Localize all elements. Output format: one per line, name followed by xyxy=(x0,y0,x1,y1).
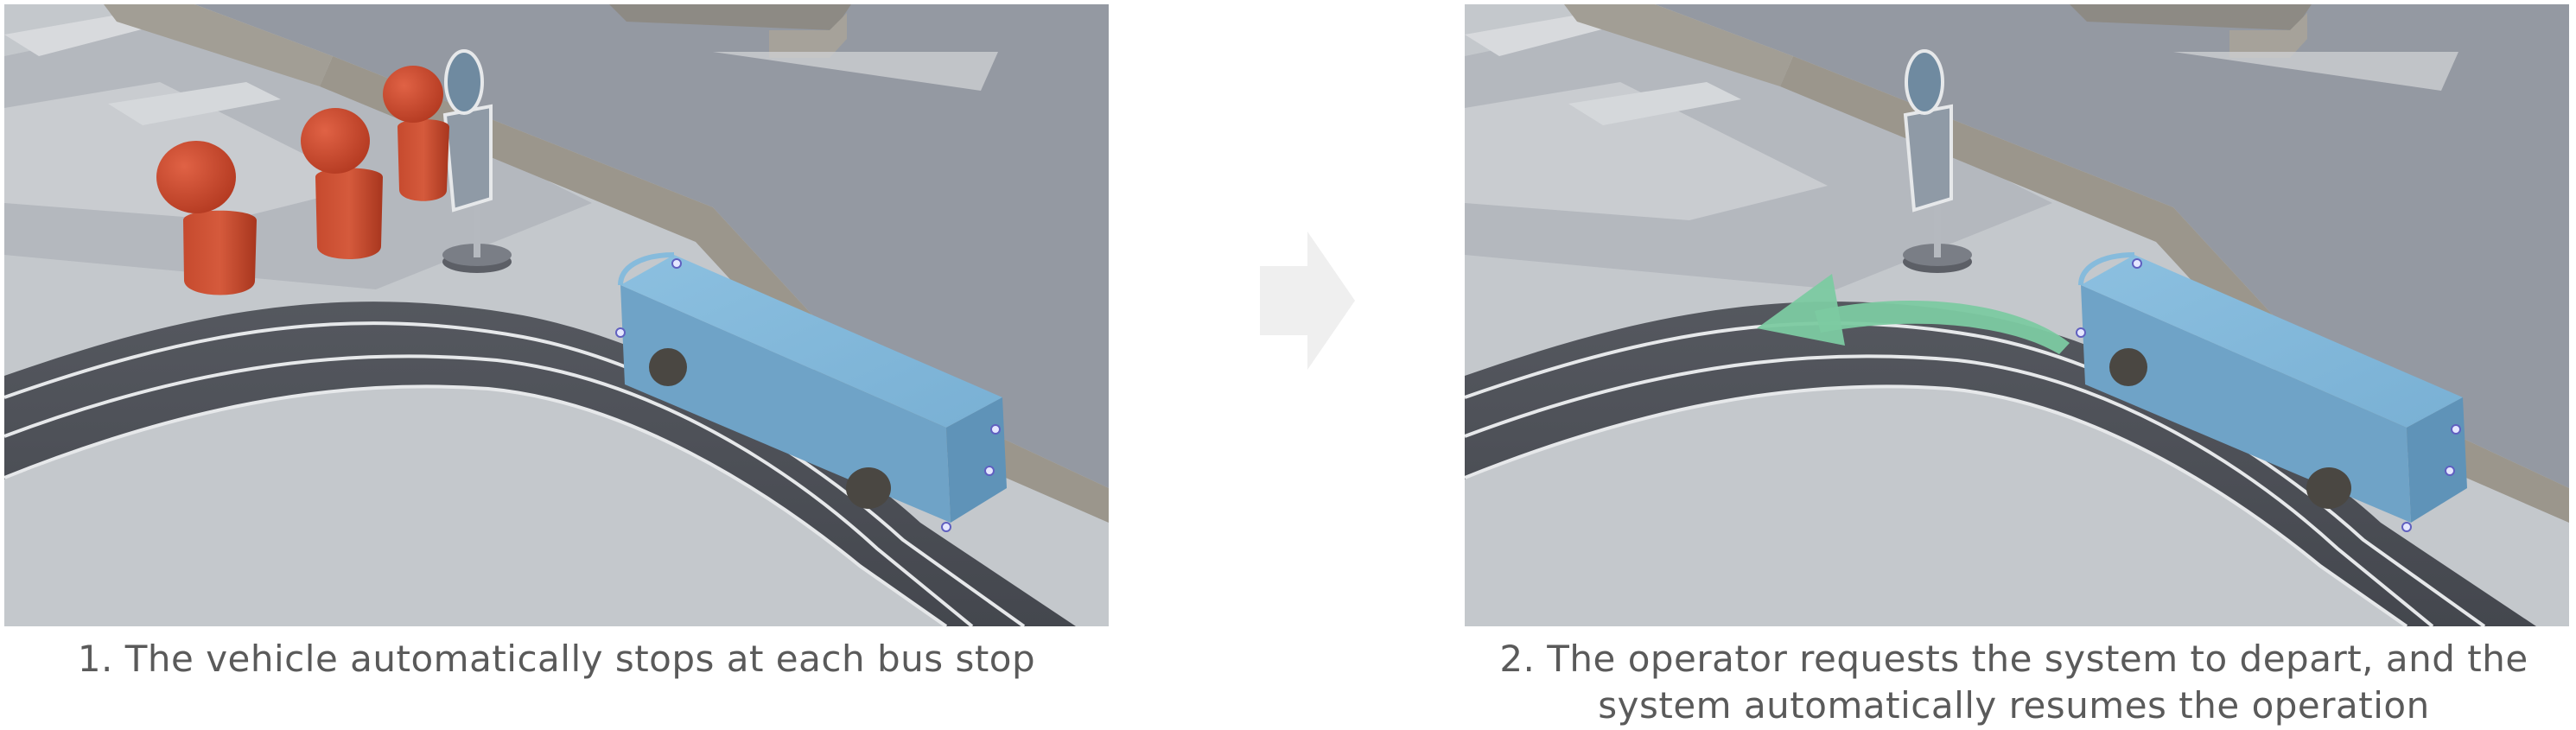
bus-icon xyxy=(615,252,1007,532)
crosswalk-area xyxy=(1465,82,1828,220)
passenger-icon xyxy=(301,108,383,259)
building-detail xyxy=(2229,13,2307,58)
caption-step-2: 2. The operator requests the system to d… xyxy=(1499,638,2528,727)
flow-arrow-icon xyxy=(1260,232,1355,370)
passenger-icon xyxy=(383,66,449,201)
scene-stop-illustration xyxy=(4,4,1109,626)
building-roof-detail xyxy=(713,52,998,91)
bus-stop-sign-icon xyxy=(442,49,512,273)
depart-arrow-icon xyxy=(1757,274,2070,354)
building-roof-detail xyxy=(2173,52,2458,91)
building-detail xyxy=(609,4,851,30)
sidewalk-strip xyxy=(108,82,281,125)
building-wall xyxy=(104,4,333,86)
scene-panel-stop xyxy=(4,4,1109,626)
bus-icon xyxy=(2076,252,2467,532)
passenger-icon xyxy=(156,141,257,295)
building-detail xyxy=(2070,4,2312,30)
scene-depart-illustration xyxy=(1465,4,2569,626)
building-detail xyxy=(769,13,847,58)
lane-marking xyxy=(4,354,974,626)
bus-stop-sign-icon xyxy=(1903,49,1972,273)
road xyxy=(4,302,1076,626)
sidewalk-strip xyxy=(1568,82,1741,125)
lane-marking xyxy=(1465,384,2408,626)
lane-marking xyxy=(1465,354,2434,626)
road xyxy=(1465,302,2536,626)
lane-marking xyxy=(4,384,948,626)
scene-panel-depart xyxy=(1465,4,2569,626)
lane-marking xyxy=(1465,321,2486,626)
building-wall xyxy=(1564,4,1793,86)
lane-marking xyxy=(4,321,1026,626)
caption-step-1: 1. The vehicle automatically stops at ea… xyxy=(77,638,1036,680)
